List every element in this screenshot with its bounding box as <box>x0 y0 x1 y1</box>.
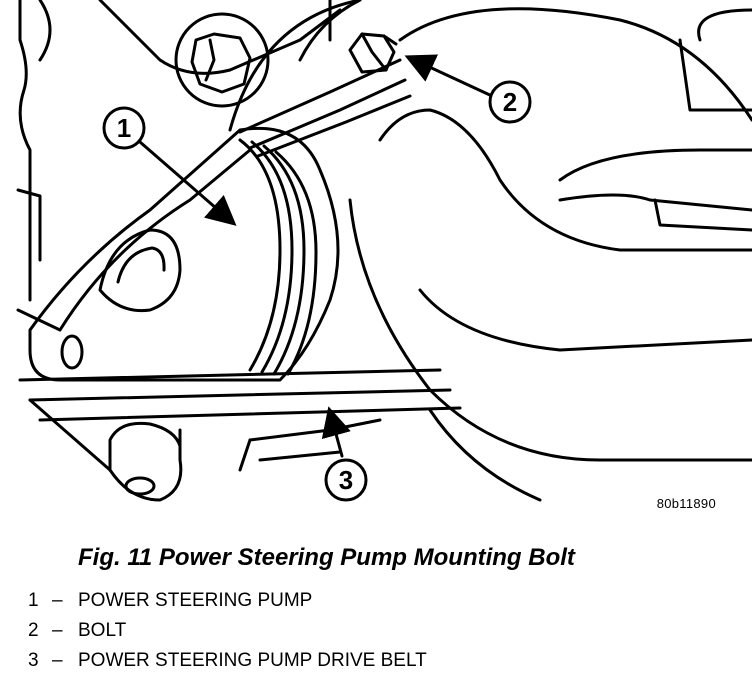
legend-item: 2–BOLT <box>28 616 427 646</box>
callout-3-number: 3 <box>339 465 353 495</box>
legend-number: 2 <box>28 620 39 641</box>
legend-item: 3–POWER STEERING PUMP DRIVE BELT <box>28 646 427 676</box>
callout-2: 2 <box>488 80 532 124</box>
legend-number: 1 <box>28 590 39 611</box>
legend-list: 1–POWER STEERING PUMP 2–BOLT 3–POWER STE… <box>28 586 427 676</box>
leader-arrow-pump <box>138 140 237 226</box>
callout-1-number: 1 <box>117 113 131 143</box>
leader-arrow-belt <box>321 406 351 458</box>
mounting-bolt <box>348 32 398 74</box>
legend-label: POWER STEERING PUMP DRIVE BELT <box>78 650 427 671</box>
legend-dash: – <box>52 620 63 641</box>
diagram-illustration: 1 2 3 <box>16 0 752 502</box>
legend-dash: – <box>52 650 63 671</box>
legend-item: 1–POWER STEERING PUMP <box>28 586 427 616</box>
legend-label: BOLT <box>78 620 127 641</box>
legend-number: 3 <box>28 650 39 671</box>
figure-caption: Fig. 11 Power Steering Pump Mounting Bol… <box>78 544 575 571</box>
callout-2-number: 2 <box>503 87 517 117</box>
power-steering-pump <box>16 126 340 382</box>
drive-belt <box>18 58 462 422</box>
drawing-code: 80b11890 <box>656 496 716 511</box>
leader-arrow-bolt <box>404 54 494 98</box>
legend-label: POWER STEERING PUMP <box>78 590 313 611</box>
callout-1: 1 <box>102 106 146 150</box>
callout-3: 3 <box>324 458 368 502</box>
legend-dash: – <box>52 590 63 611</box>
engine-background <box>16 0 752 502</box>
